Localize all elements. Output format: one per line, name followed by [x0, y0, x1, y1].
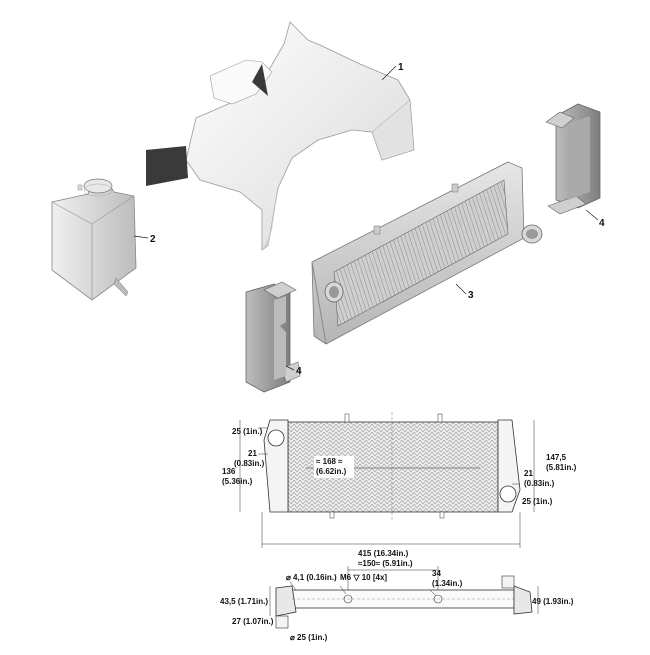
coolant-tank-part-2 — [51, 178, 137, 301]
dim-136-in: (5.36in.) — [222, 477, 253, 486]
dim-415: 415 (16.34in.) — [358, 549, 409, 558]
dim-dia-4-1: ⌀ 4,1 (0.16in.) — [286, 573, 337, 582]
dim-150: ≈150≈ (5.91in.) — [358, 559, 413, 568]
dim-147-5-in: (5.81in.) — [546, 463, 577, 472]
callout-3: 3 — [468, 290, 474, 301]
dim-34: 34 — [432, 569, 441, 578]
dim-dia-25: ⌀ 25 (1in.) — [290, 633, 328, 642]
side-view-drawing — [269, 566, 539, 629]
dim-21-right-in: (0.83in.) — [524, 479, 555, 488]
dim-21-left-in: (0.83in.) — [234, 459, 265, 468]
dim-25-right: 25 (1in.) — [522, 497, 553, 506]
side-upper-pipe — [501, 575, 515, 589]
radiator-core — [333, 179, 509, 327]
dim-147-5: 147,5 — [546, 453, 567, 462]
dim-168-in: (6.62in.) — [316, 467, 347, 476]
shroud-opening — [146, 146, 188, 186]
callout-4-lower: 4 — [296, 366, 302, 377]
dim-25-top: 25 (1in.) — [232, 427, 263, 436]
leader-lines — [133, 65, 599, 371]
callout-1: 1 — [398, 62, 404, 73]
dim-21-left: 21 — [248, 449, 257, 458]
dim-34-in: (1.34in.) — [432, 579, 463, 588]
bracket-part-4-lower — [245, 281, 301, 393]
air-shroud-part-1 — [146, 21, 415, 251]
dim-168: ≈ 168 ≈ — [316, 457, 343, 466]
callout-2: 2 — [150, 234, 156, 245]
dim-27: 27 (1.07in.) — [232, 617, 274, 626]
front-outlet-circle — [499, 485, 517, 503]
dim-136: 136 — [222, 467, 236, 476]
tank-cap — [83, 178, 113, 194]
front-inlet-circle — [267, 429, 285, 447]
dim-21-right: 21 — [524, 469, 533, 478]
side-lower-pipe — [275, 615, 289, 629]
dim-m6-thread: M6 ▽ 10 [4x] — [340, 573, 387, 582]
dim-49: 49 (1.93in.) — [532, 597, 574, 606]
dim-43-5: 43,5 (1.71in.) — [220, 597, 268, 606]
front-view-drawing — [239, 412, 535, 548]
radiator-part-3 — [311, 161, 543, 345]
callout-4-upper: 4 — [599, 218, 605, 229]
bracket-part-4-upper — [545, 103, 601, 215]
